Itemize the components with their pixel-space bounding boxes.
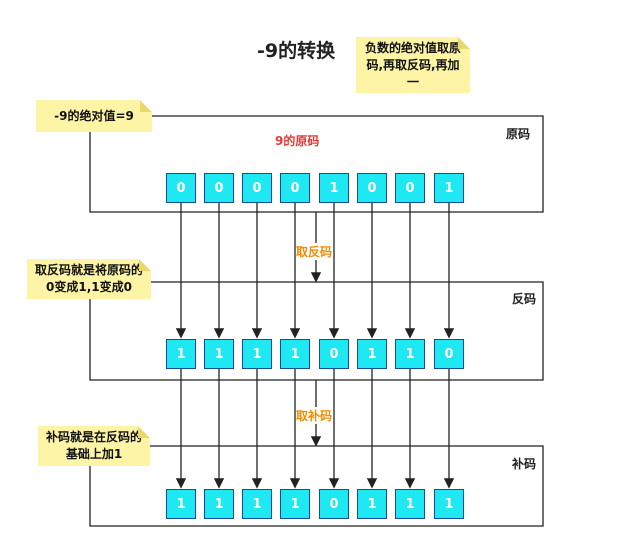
caption-original: 9的原码 <box>275 134 320 148</box>
bit-ones-0: 1 <box>166 339 196 369</box>
bit-twos-4: 0 <box>319 489 349 519</box>
bit-twos-1: 1 <box>204 489 234 519</box>
bit-ones-5: 1 <box>357 339 387 369</box>
bit-original-4: 1 <box>319 173 349 203</box>
note-text: 取反码就是将原码的0变成1,1变成0 <box>34 263 143 294</box>
bit-ones-1: 1 <box>204 339 234 369</box>
note-text: -9的绝对值=9 <box>54 108 134 123</box>
bit-original-0: 0 <box>166 173 196 203</box>
bit-original-6: 0 <box>395 173 425 203</box>
bit-original-2: 0 <box>242 173 272 203</box>
label-twos: 补码 <box>512 457 537 471</box>
note-text: 负数的绝对值取原码,再取反码,再加一 <box>364 40 461 89</box>
op-add-one: 取补码 <box>296 407 333 424</box>
bit-twos-7: 1 <box>434 489 464 519</box>
bit-twos-3: 1 <box>280 489 310 519</box>
bit-ones-4: 0 <box>319 339 349 369</box>
bit-twos-0: 1 <box>166 489 196 519</box>
bit-original-7: 1 <box>434 173 464 203</box>
frame-twos <box>89 445 544 527</box>
bit-ones-7: 0 <box>434 339 464 369</box>
note-complement: 补码就是在反码的基础上加1 <box>38 426 150 466</box>
frame-ones <box>89 281 544 381</box>
bit-original-1: 0 <box>204 173 234 203</box>
page-title: -9的转换 <box>257 40 336 62</box>
label-ones: 反码 <box>512 292 537 306</box>
bit-ones-2: 1 <box>242 339 272 369</box>
note-invert: 取反码就是将原码的0变成1,1变成0 <box>27 259 151 299</box>
bit-twos-5: 1 <box>357 489 387 519</box>
bit-original-3: 0 <box>280 173 310 203</box>
bit-original-5: 0 <box>357 173 387 203</box>
op-invert: 取反码 <box>296 243 333 260</box>
note-abs: -9的绝对值=9 <box>36 100 152 132</box>
note-top-right: 负数的绝对值取原码,再取反码,再加一 <box>356 37 470 93</box>
label-original: 原码 <box>506 127 531 141</box>
note-text: 补码就是在反码的基础上加1 <box>45 430 142 461</box>
bit-twos-2: 1 <box>242 489 272 519</box>
bit-ones-6: 1 <box>395 339 425 369</box>
bit-ones-3: 1 <box>280 339 310 369</box>
bit-twos-6: 1 <box>395 489 425 519</box>
